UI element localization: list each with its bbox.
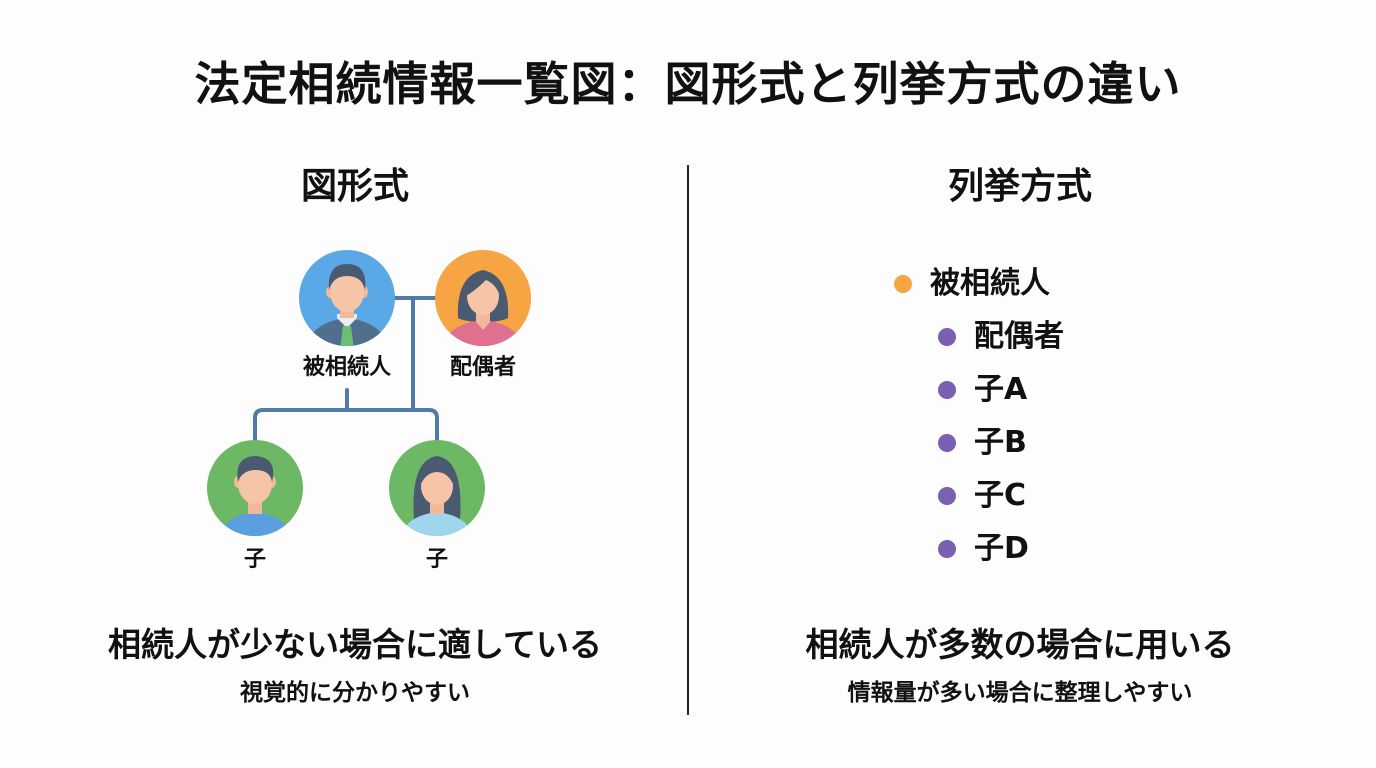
- list-item-label: 被相続人: [930, 265, 1050, 301]
- heir-list: 被相続人 配偶者 子A 子B 子C 子D: [894, 257, 1064, 575]
- list-format-summary: 相続人が多数の場合に用いる: [805, 625, 1235, 664]
- list-format-heading: 列挙方式: [947, 166, 1092, 207]
- page-title: 法定相続情報一覧図：図形式と列挙方式の違い: [194, 57, 1182, 111]
- orange-dot-icon: [894, 274, 912, 293]
- list-item-label: 子C: [974, 477, 1027, 513]
- child-label: 子: [243, 547, 266, 572]
- list-item-decedent: 被相続人: [894, 257, 1064, 310]
- diagram-format-summary: 相続人が少ない場合に適している: [107, 625, 602, 664]
- decedent-label: 被相続人: [302, 355, 391, 380]
- list-item: 子D: [938, 522, 1064, 575]
- family-tree-diagram: [207, 250, 531, 536]
- list-item: 子C: [938, 469, 1064, 522]
- list-item-label: 子D: [974, 530, 1029, 566]
- spouse-label: 配偶者: [449, 355, 516, 380]
- list-item-label: 子A: [974, 371, 1028, 407]
- woman-avatar-icon: [435, 250, 531, 346]
- purple-dot-icon: [938, 433, 956, 452]
- purple-dot-icon: [938, 486, 956, 505]
- diagram-format-heading: 図形式: [300, 166, 409, 207]
- children-connector: [253, 408, 439, 442]
- list-item: 子B: [938, 416, 1064, 469]
- section-divider: [687, 165, 689, 715]
- child-label: 子: [425, 547, 448, 572]
- list-format-subsummary: 情報量が多い場合に整理しやすい: [847, 680, 1193, 706]
- girl-avatar-icon: [389, 440, 485, 536]
- list-item-label: 配偶者: [974, 318, 1064, 354]
- purple-dot-icon: [938, 539, 956, 558]
- list-item: 配偶者: [938, 310, 1064, 363]
- diagram-format-subsummary: 視覚的に分かりやすい: [240, 680, 470, 706]
- list-item: 子A: [938, 363, 1064, 416]
- man-avatar-icon: [299, 250, 395, 346]
- purple-dot-icon: [938, 380, 956, 399]
- purple-dot-icon: [938, 327, 956, 346]
- boy-avatar-icon: [207, 440, 303, 536]
- list-item-label: 子B: [974, 424, 1027, 460]
- tree-connectors: [253, 296, 439, 442]
